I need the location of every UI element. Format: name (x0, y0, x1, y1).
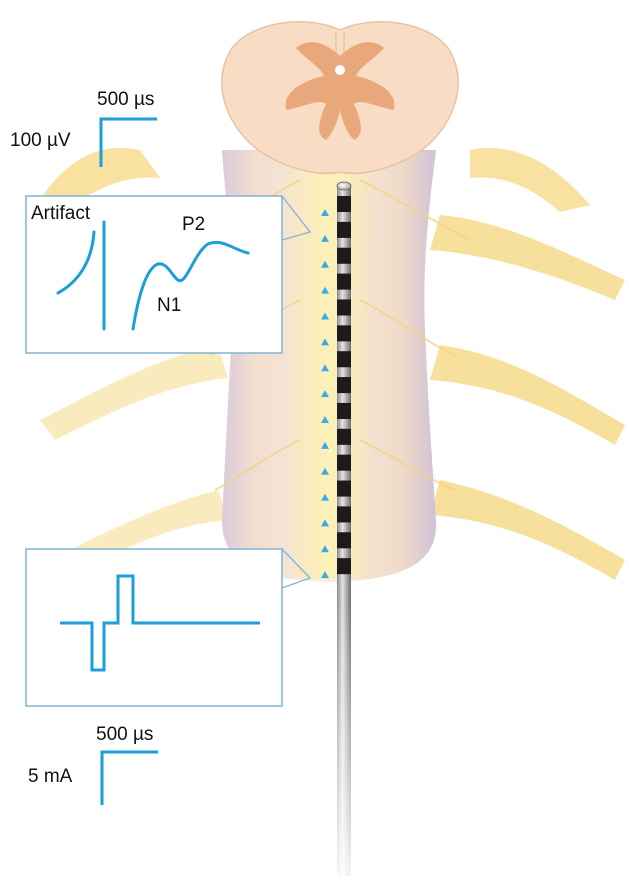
spinal-cord-column (288, 150, 372, 579)
electrode-contact (337, 429, 351, 445)
electrode-contact (337, 274, 351, 290)
bottom-time-scale-label: 500 µs (96, 725, 153, 744)
electrode-contact (337, 222, 351, 238)
top-amplitude-scale-label: 100 µV (10, 131, 71, 150)
bottom-scale-bar (102, 752, 158, 805)
electrode-contact (337, 455, 351, 471)
electrode-contact (337, 558, 351, 574)
p2-label: P2 (182, 215, 205, 234)
electrode-contact (337, 377, 351, 393)
artifact-label: Artifact (31, 204, 90, 223)
electrode-contact (337, 481, 351, 497)
bottom-amplitude-scale-label: 5 mA (28, 767, 72, 786)
electrode-contact (337, 351, 351, 367)
electrode-contact (337, 196, 351, 212)
stimulation-panel (26, 549, 282, 706)
electrode-contact (337, 325, 351, 341)
electrode-contact (337, 248, 351, 264)
n1-label: N1 (157, 296, 181, 315)
top-time-scale-label: 500 µs (97, 90, 154, 109)
electrode-contact (337, 403, 351, 419)
electrode-contact (337, 299, 351, 315)
electrode-contact (337, 506, 351, 522)
electrode-contacts (337, 196, 351, 574)
electrode-contact (337, 532, 351, 548)
